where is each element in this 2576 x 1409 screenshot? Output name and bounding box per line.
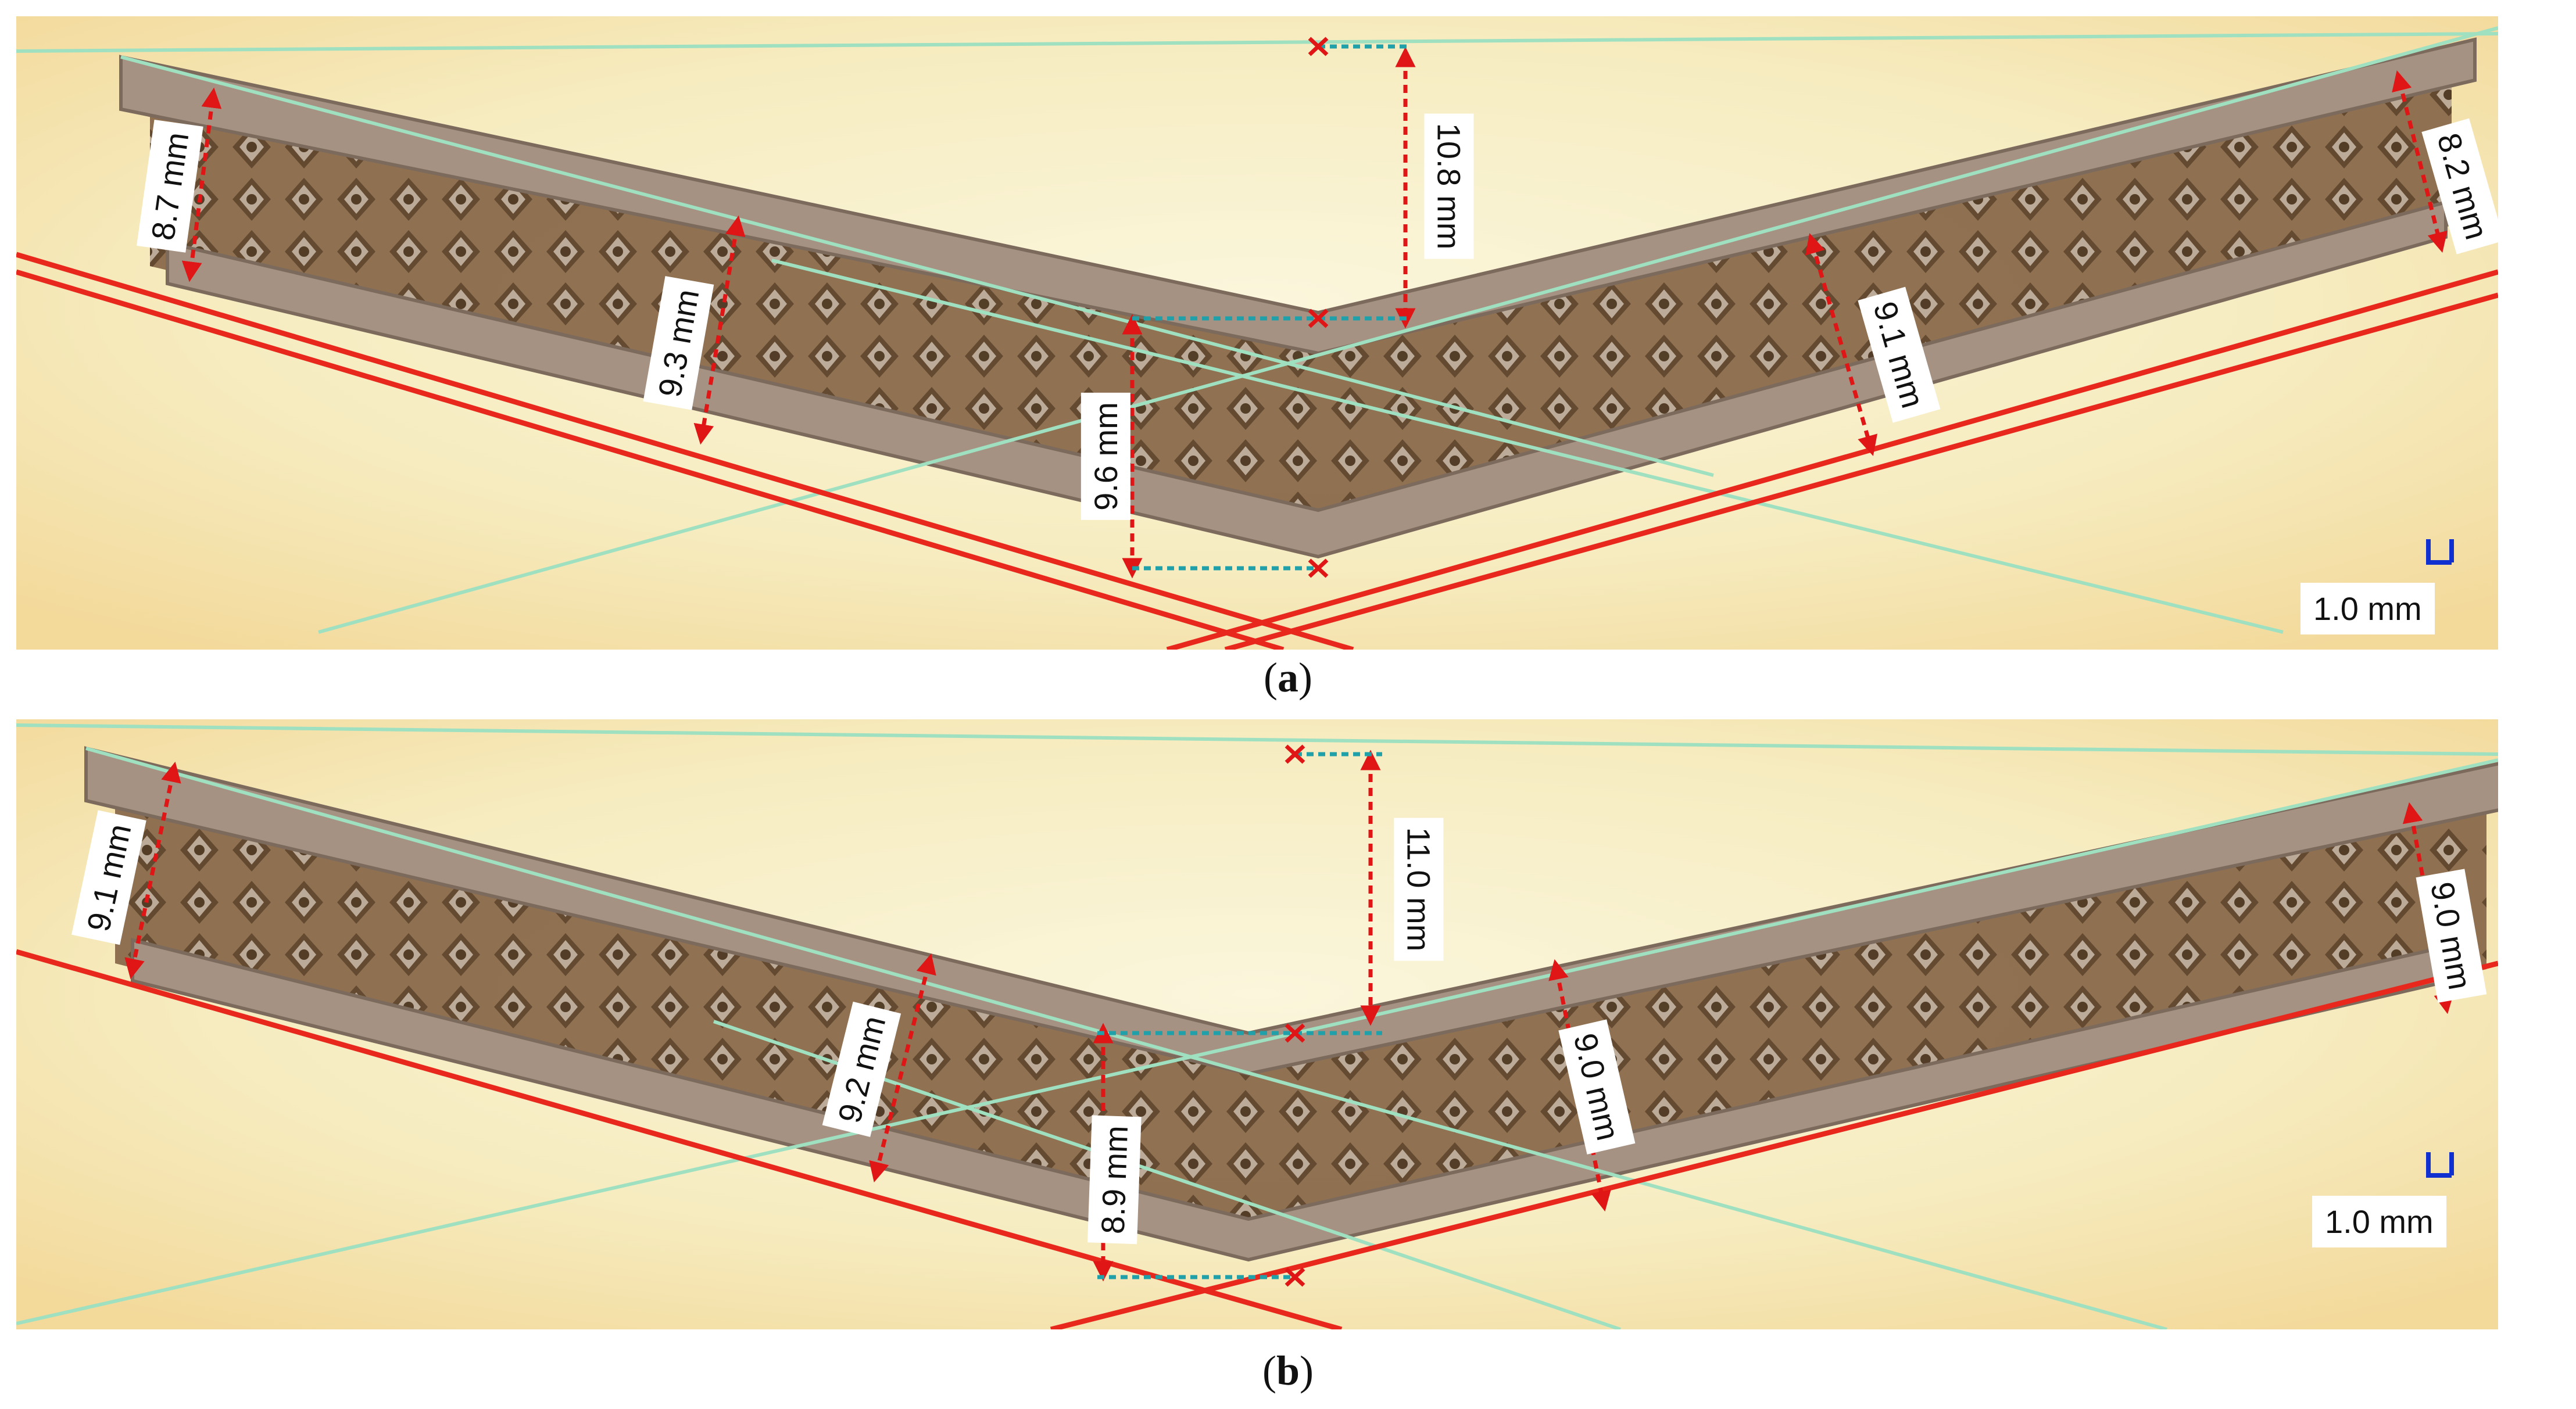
reference-line-horizontal	[16, 32, 2498, 53]
caption-a-open: (	[1264, 654, 1278, 701]
reference-line-left	[85, 747, 2167, 1329]
thickness-arrow-5	[2392, 70, 2448, 253]
thickness-arrow-5	[2402, 802, 2455, 1014]
scale-bar-icon	[2426, 539, 2454, 565]
thickness-arrow-1	[181, 87, 222, 282]
thickness-arrow-4	[1805, 233, 1878, 456]
scale-bar-label: 1.0 mm	[2300, 583, 2435, 634]
thickness-arrow-2	[693, 215, 746, 445]
thickness-arrow-1	[124, 761, 181, 980]
reference-line-horizontal	[16, 723, 2498, 756]
reference-line-diagonal	[771, 259, 2284, 634]
caption-b-close: )	[1300, 1347, 1314, 1394]
lattice-core	[150, 51, 2452, 539]
support-line-right	[1050, 960, 2498, 1329]
support-line-left	[16, 949, 1343, 1329]
cross-marker-icon	[1308, 37, 1329, 578]
thickness-label-3: 9.6 mm	[1081, 393, 1130, 520]
caption-b: (b)	[0, 1347, 2576, 1395]
caption-a-close: )	[1298, 654, 1312, 701]
thickness-label-3: 8.9 mm	[1087, 1115, 1142, 1245]
reference-line-left	[120, 55, 1714, 477]
scale-bar-label: 1.0 mm	[2312, 1196, 2446, 1247]
deflection-label: 10.8 mm	[1424, 113, 1474, 259]
support-line-left-1	[16, 252, 1354, 650]
scale-bar-icon	[2426, 1152, 2454, 1178]
panel-a-image	[16, 16, 2498, 650]
thickness-arrow-2	[869, 953, 936, 1182]
support-line-left-2	[16, 269, 1285, 650]
panel-a-photo: 8.7 mm 9.3 mm 9.6 mm 10.8 mm 9.1 mm 8.2 …	[16, 16, 2498, 650]
support-line-right-1	[1166, 269, 2498, 650]
caption-b-letter: b	[1276, 1347, 1300, 1394]
caption-a-letter: a	[1278, 654, 1298, 701]
reference-line-right	[318, 26, 2498, 634]
panel-b-image	[16, 719, 2498, 1329]
caption-b-open: (	[1262, 1347, 1276, 1394]
panel-b-photo: 9.1 mm 9.2 mm 8.9 mm 11.0 mm 9.0 mm 9.0 …	[16, 719, 2498, 1329]
caption-a: (a)	[0, 654, 2576, 702]
support-line-right-2	[1224, 292, 2498, 650]
cross-marker-icon	[1285, 744, 1305, 1287]
top-face-sheet	[119, 37, 2477, 356]
deflection-label: 11.0 mm	[1394, 818, 1444, 961]
lattice-core	[115, 760, 2486, 1248]
reference-line-right	[16, 758, 2498, 1325]
